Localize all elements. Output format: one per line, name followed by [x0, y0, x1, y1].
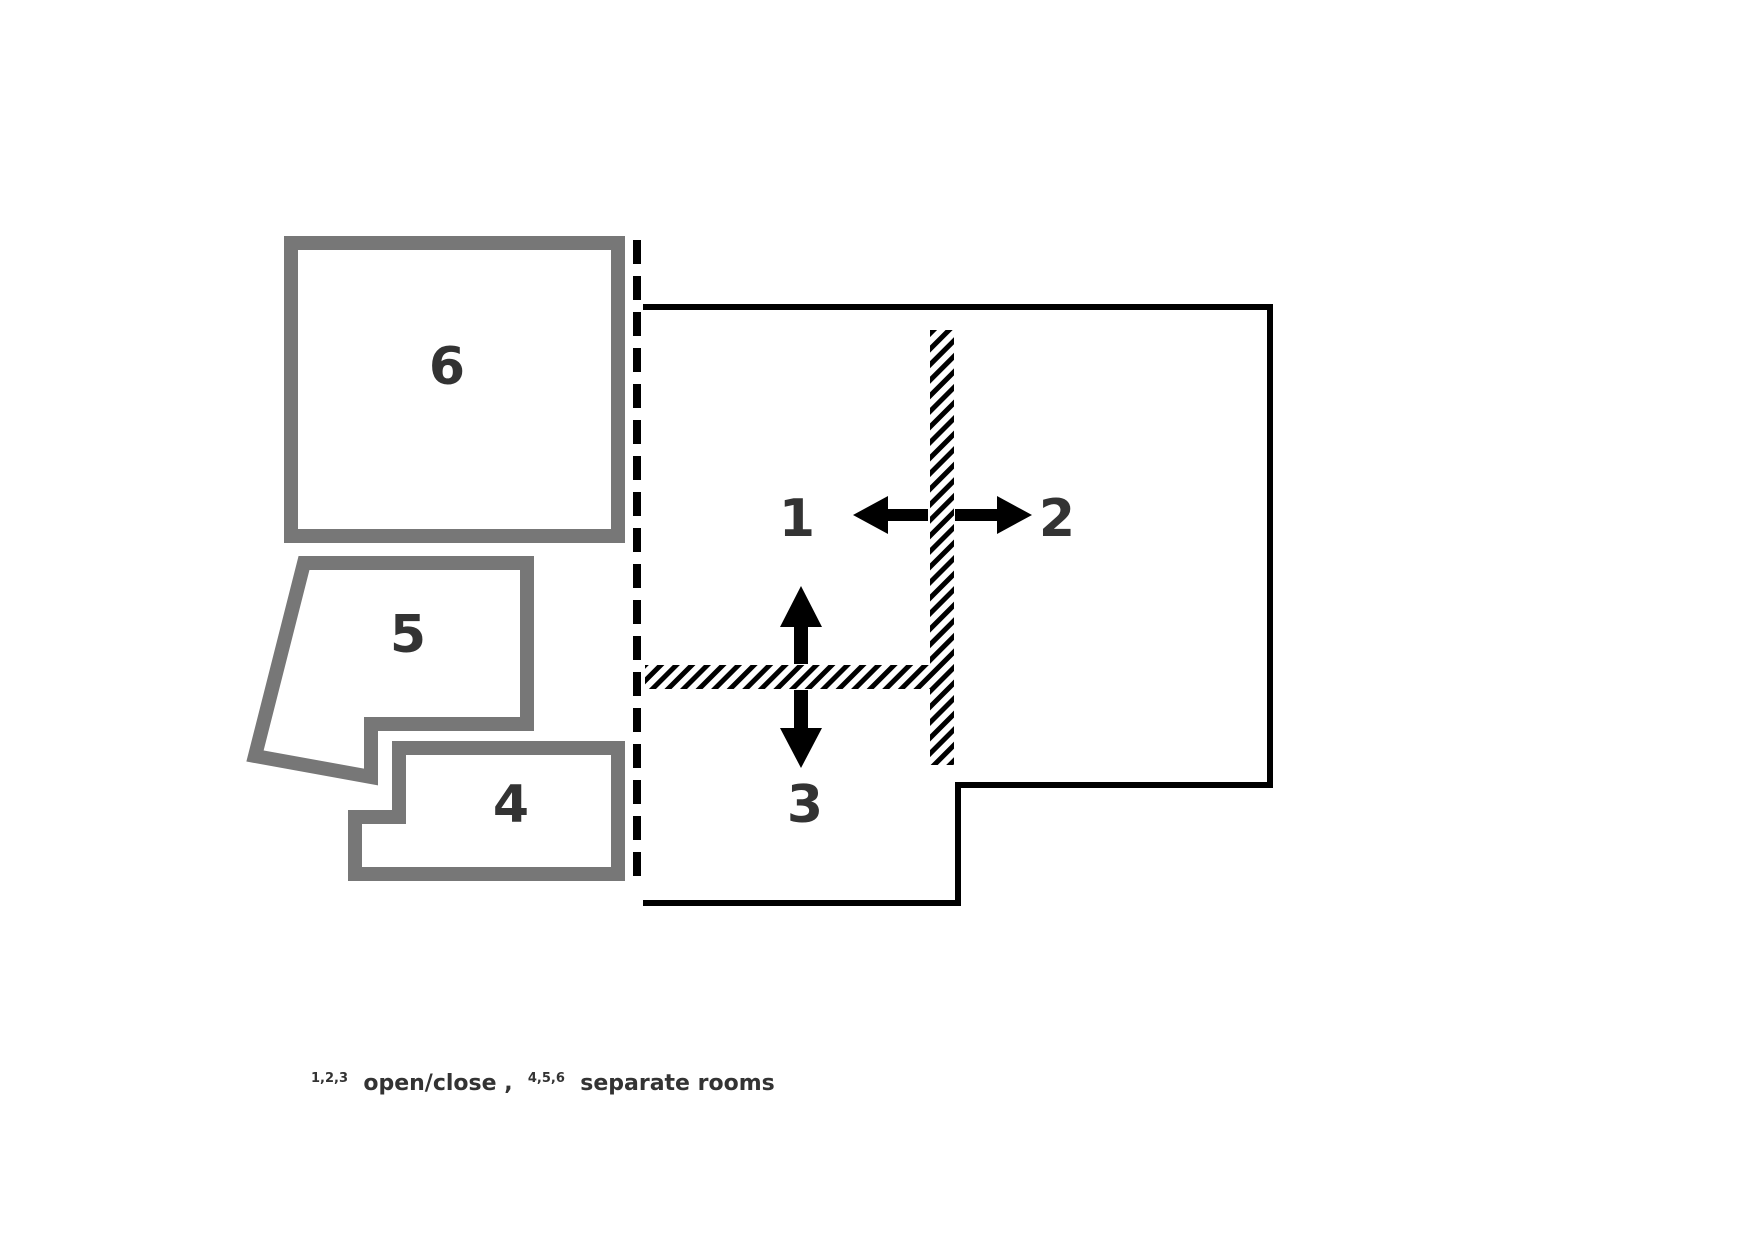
double-arrow-vertical-icon [780, 586, 822, 768]
room-5-outline [246, 556, 534, 786]
room-label-1: 1 [779, 489, 815, 549]
caption-superscript-open-close: 1,2,3 [311, 1071, 348, 1086]
main-space-outline [643, 304, 1273, 906]
caption-text-open-close: open/close , [356, 1071, 521, 1096]
movable-partition-vertical [930, 330, 954, 765]
room-4-outline [348, 741, 625, 881]
room-label-4: 4 [493, 775, 529, 835]
movable-partition-horizontal [645, 665, 930, 689]
room-label-2: 2 [1039, 489, 1075, 549]
caption-superscript-separate: 4,5,6 [528, 1071, 565, 1086]
room-6-outline [284, 236, 625, 543]
room-label-5: 5 [390, 605, 426, 665]
room-label-6: 6 [429, 337, 465, 397]
caption: 1,2,3 open/close , 4,5,6 separate rooms [311, 1063, 775, 1096]
room-label-3: 3 [787, 775, 823, 835]
caption-text-separate: separate rooms [573, 1071, 775, 1096]
double-arrow-horizontal-icon [853, 496, 1032, 534]
